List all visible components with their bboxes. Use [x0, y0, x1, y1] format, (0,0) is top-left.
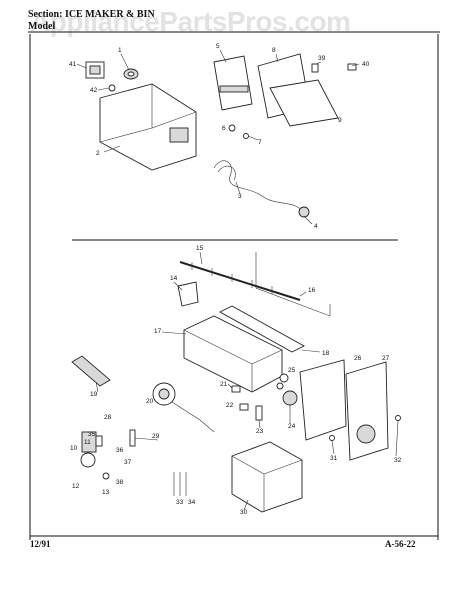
- callout-8: 8: [272, 47, 276, 54]
- callout-32: 32: [394, 457, 402, 464]
- callout-40: 40: [362, 61, 370, 68]
- part-24-gear: [282, 390, 298, 406]
- callout-23: 23: [256, 428, 264, 435]
- callout-5: 5: [216, 43, 220, 50]
- part-41-switch: [85, 61, 105, 79]
- part-26: [276, 382, 284, 390]
- part-25: [279, 373, 289, 383]
- callout-30: 30: [240, 509, 248, 516]
- part-32-screw: [395, 415, 401, 421]
- part-14-bracket: [177, 281, 199, 307]
- part-31-screw: [329, 435, 335, 441]
- callout-15: 15: [196, 245, 204, 252]
- part-2-bin-housing: [99, 83, 197, 171]
- callout-42: 42: [90, 87, 98, 94]
- callout-18: 18: [322, 350, 330, 357]
- callout-11: 11: [84, 439, 91, 446]
- part-42-screw: [108, 84, 116, 92]
- callout-35: 35: [88, 431, 96, 438]
- part-9-panel: [269, 79, 339, 127]
- part-20-thermostat: [152, 382, 215, 433]
- callout-14: 14: [170, 275, 178, 282]
- callout-31: 31: [330, 455, 338, 462]
- callout-16: 16: [308, 287, 316, 294]
- callout-21: 21: [220, 381, 228, 388]
- callout-34: 34: [188, 499, 196, 506]
- callout-20: 20: [146, 398, 154, 405]
- callout-22: 22: [226, 402, 234, 409]
- part-21: [231, 385, 241, 393]
- callout-41: 41: [69, 61, 77, 68]
- callout-9: 9: [338, 117, 342, 124]
- callout-37: 37: [124, 459, 132, 466]
- callout-13: 13: [102, 489, 110, 496]
- callout-24: 24: [288, 423, 296, 430]
- part-19-heater: [71, 355, 111, 387]
- callout-27: 27: [382, 355, 390, 362]
- section-title: Section: ICE MAKER & BIN: [28, 9, 155, 20]
- footer-page-code: A-56-22: [385, 539, 416, 549]
- callout-36: 36: [116, 447, 124, 454]
- part-1-grommet: [123, 68, 139, 80]
- model-label: Model: [28, 21, 56, 32]
- part-28-housing: [299, 359, 347, 441]
- callout-19: 19: [90, 391, 98, 398]
- part-22: [239, 403, 249, 411]
- footer-date: 12/91: [30, 539, 51, 549]
- callout-10: 10: [70, 445, 78, 452]
- part-4-connector: [298, 206, 310, 218]
- callout-33: 33: [176, 499, 184, 506]
- part-23-spring: [255, 405, 263, 421]
- callout-4: 4: [314, 223, 318, 230]
- callout-3: 3: [238, 193, 242, 200]
- part-33-terminal: [173, 472, 187, 496]
- part-13-screw: [102, 472, 110, 480]
- callout-6: 6: [222, 125, 226, 132]
- part-16-shelf: [255, 252, 331, 317]
- callout-2: 2: [96, 150, 100, 157]
- part-7-nut: [243, 133, 249, 139]
- callout-7: 7: [258, 139, 262, 146]
- callout-39: 39: [318, 55, 326, 62]
- part-18-stripper: [219, 305, 305, 353]
- part-35-valve: [81, 431, 103, 453]
- part-29-fuse: [129, 429, 136, 447]
- callout-28: 28: [104, 414, 112, 421]
- part-39-clip: [311, 63, 319, 73]
- callout-1: 1: [118, 47, 122, 54]
- part-27-cover: [345, 361, 389, 461]
- part-30-bin: [231, 441, 303, 513]
- part-3-harness: [213, 160, 303, 211]
- part-6-screw: [228, 124, 236, 132]
- part-40-clip: [347, 63, 357, 71]
- part-10-ring: [80, 452, 96, 468]
- callout-38: 38: [116, 479, 124, 486]
- part-5-bracket: [213, 55, 253, 111]
- callout-17: 17: [154, 328, 162, 335]
- callout-26: 26: [354, 355, 362, 362]
- callout-29: 29: [152, 433, 160, 440]
- part-15-ejector: [179, 261, 301, 301]
- callout-12: 12: [72, 483, 80, 490]
- callout-25: 25: [288, 367, 296, 374]
